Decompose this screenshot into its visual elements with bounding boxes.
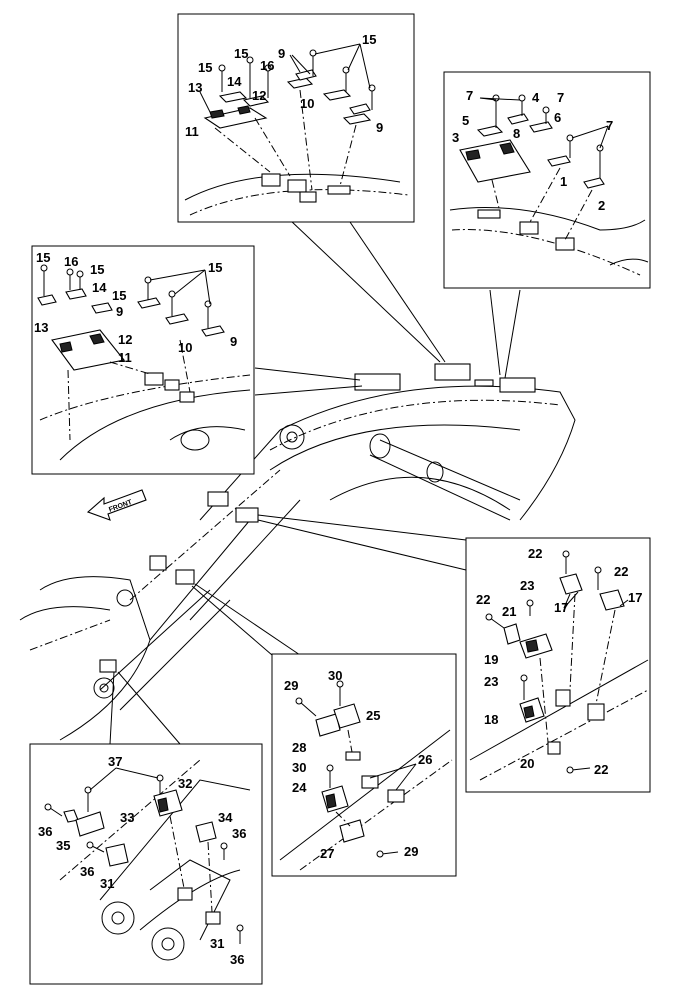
label-tc-15b: 15: [234, 46, 248, 61]
label-mc-28: 28: [292, 740, 306, 755]
label-tc-15c: 15: [362, 32, 376, 47]
label-mc-30b: 30: [292, 760, 306, 775]
boom-clamp-group-mid: [99, 491, 259, 673]
label-mc-26: 26: [418, 752, 432, 767]
label-mr-22d: 22: [594, 762, 608, 777]
label-bl-37: 37: [108, 754, 122, 769]
label-bl-34: 34: [218, 810, 233, 825]
label-bl-36c: 36: [80, 864, 94, 879]
inset-top-right: 7 4 7 5 8 6 3 7 1 2: [443, 71, 651, 289]
label-mr-22b: 22: [614, 564, 628, 579]
label-tr-2: 2: [598, 198, 605, 213]
label-mr-17a: 17: [554, 600, 568, 615]
inset-middle-left: 15 16 15 14 15 9 15 13 12 11 10 9: [31, 245, 255, 475]
label-ml-10: 10: [178, 340, 192, 355]
label-bl-31a: 31: [100, 876, 114, 891]
boom-assembly: [19, 363, 576, 741]
inset-middle-right: 22 22 23 17 17 22 21 19 23 18 20 22: [465, 537, 651, 793]
boom-clamp-group-top: [354, 363, 536, 393]
label-ml-15c: 15: [112, 288, 126, 303]
label-mr-23b: 23: [484, 674, 498, 689]
label-tc-11: 11: [185, 124, 199, 139]
label-tr-4: 4: [532, 90, 540, 105]
label-ml-12: 12: [118, 332, 132, 347]
label-bl-32: 32: [178, 776, 192, 791]
label-mr-21: 21: [502, 604, 516, 619]
label-ml-15a: 15: [36, 250, 50, 265]
label-tc-16: 16: [260, 58, 274, 73]
label-tr-7c: 7: [606, 118, 613, 133]
label-mc-30a: 30: [328, 668, 342, 683]
label-ml-9a: 9: [116, 304, 123, 319]
label-ml-9b: 9: [230, 334, 237, 349]
label-mr-23a: 23: [520, 578, 534, 593]
label-ml-16: 16: [64, 254, 78, 269]
label-tr-7b: 7: [557, 90, 564, 105]
inset-bottom-left: 37 32 36 35 33 34 36 36 31 31 36: [29, 743, 263, 985]
label-tc-14: 14: [227, 74, 242, 89]
inset-top-center: 15 15 9 15 14 16 13 12 10 11 9: [177, 13, 415, 223]
label-tc-9b: 9: [376, 120, 383, 135]
label-tr-1: 1: [560, 174, 567, 189]
label-bl-33: 33: [120, 810, 134, 825]
leader-lines: [109, 219, 521, 745]
label-ml-15b: 15: [90, 262, 104, 277]
label-mc-25: 25: [366, 708, 380, 723]
label-tr-8: 8: [513, 126, 520, 141]
label-mr-19: 19: [484, 652, 498, 667]
label-bl-35: 35: [56, 838, 70, 853]
label-bl-36b: 36: [232, 826, 246, 841]
label-bl-36d: 36: [230, 952, 244, 967]
label-tr-7a: 7: [466, 88, 473, 103]
inset-middle-center: 30 29 25 28 30 26 24 27 29: [271, 653, 457, 877]
label-ml-11: 11: [118, 350, 132, 365]
label-mc-24: 24: [292, 780, 307, 795]
label-ml-14: 14: [92, 280, 107, 295]
label-mr-17b: 17: [628, 590, 642, 605]
label-tc-10: 10: [300, 96, 314, 111]
front-arrow: FRONT: [86, 489, 147, 521]
label-tr-6: 6: [554, 110, 561, 125]
label-mr-22c: 22: [476, 592, 490, 607]
label-ml-15d: 15: [208, 260, 222, 275]
label-tc-12: 12: [252, 88, 266, 103]
label-tc-9: 9: [278, 46, 285, 61]
label-tr-3: 3: [452, 130, 459, 145]
label-mr-22a: 22: [528, 546, 542, 561]
label-tr-5: 5: [462, 113, 469, 128]
label-mc-29a: 29: [284, 678, 298, 693]
label-bl-31b: 31: [210, 936, 224, 951]
label-mc-27: 27: [320, 846, 334, 861]
label-mc-29b: 29: [404, 844, 418, 859]
label-mr-20: 20: [520, 756, 534, 771]
label-tc-15a: 15: [198, 60, 212, 75]
label-tc-13: 13: [188, 80, 202, 95]
label-bl-36a: 36: [38, 824, 52, 839]
label-ml-13: 13: [34, 320, 48, 335]
label-mr-18: 18: [484, 712, 498, 727]
